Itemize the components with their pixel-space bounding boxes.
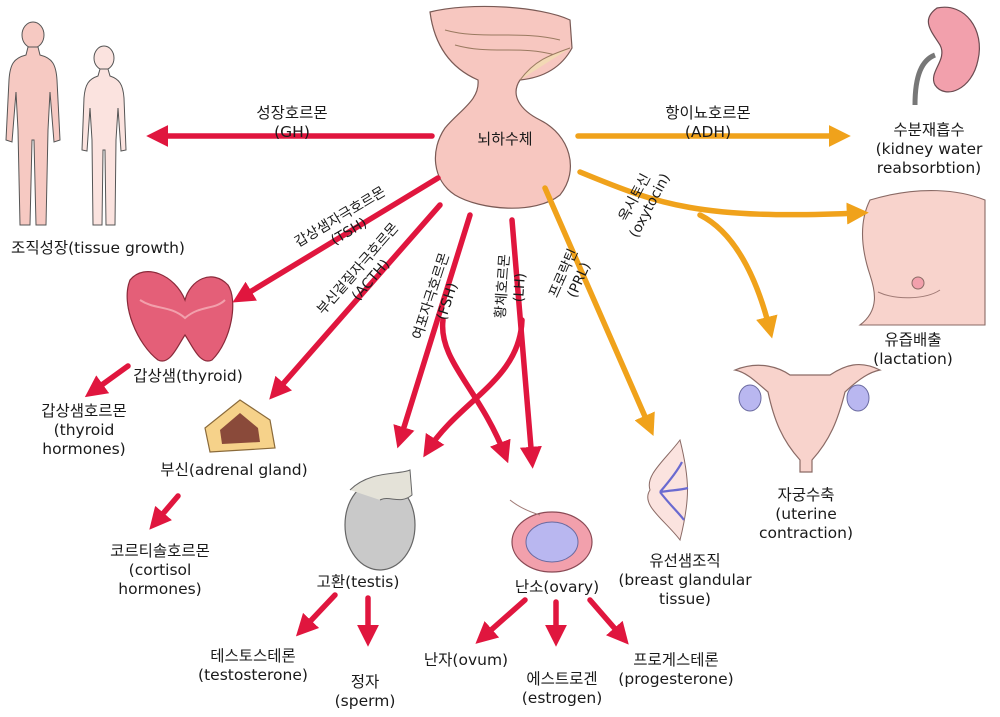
sperm-label: 정자 (sperm)	[335, 673, 396, 711]
testis-label: 고환(testis)	[317, 573, 400, 592]
cortisol-line-3: hormones)	[118, 580, 202, 598]
ovary-illustration	[509, 499, 593, 573]
thyroid-hormones-line-2: (thyroid	[53, 421, 115, 439]
tissue-growth-label: 조직성장(tissue growth)	[11, 239, 185, 258]
thyroid-hormones-label: 갑상샘호르몬 (thyroid hormones)	[41, 402, 127, 459]
arrow-fsh-testis	[393, 212, 473, 449]
ovum-text: 난자(ovum)	[423, 651, 509, 669]
breast-tissue-label: 유선샘조직 (breast glandular tissue)	[618, 552, 751, 609]
arrow-acth	[269, 202, 443, 400]
adh-label: 항이뇨호르몬 (ADH)	[665, 104, 751, 142]
cortisol-line-2: (cortisol	[128, 561, 192, 579]
arrow-thyroid-hormones	[84, 363, 131, 398]
adrenal-gland-illustration	[204, 399, 276, 453]
thyroid-text: 갑상샘(thyroid)	[133, 367, 243, 385]
orange-arrows	[542, 125, 869, 437]
arrow-testosterone	[295, 592, 338, 637]
arrow-oxytocin-uterus	[697, 212, 778, 339]
lactation-line-1: 유즙배출	[884, 331, 942, 349]
ovary-label: 난소(ovary)	[515, 578, 599, 597]
uterine-line-1: 자궁수축	[777, 486, 835, 504]
progesterone-line-1: 프로게스테론	[633, 651, 719, 669]
uterine-line-2: (uterine	[775, 505, 837, 523]
uterine-line-3: contraction)	[758, 524, 854, 542]
arrow-progesterone	[587, 597, 629, 645]
testosterone-label: 테스토스테론 (testosterone)	[198, 647, 308, 685]
adrenal-text: 부신(adrenal gland)	[160, 461, 308, 479]
estrogen-label: 에스트로겐 (estrogen)	[522, 670, 603, 708]
arrow-fsh-ovary	[439, 317, 511, 464]
gh-abbr: (GH)	[274, 123, 310, 141]
adh-abbr: (ADH)	[684, 123, 732, 141]
lh-label: 황체호르몬 (LH)	[492, 236, 533, 338]
arrow-ovum	[475, 597, 528, 644]
kidney-line-1: 수분재흡수	[893, 121, 965, 139]
cortisol-line-1: 코르티솔호르몬	[110, 542, 210, 560]
arrow-prl	[542, 185, 655, 437]
lactation-label: 유즙배출 (lactation)	[873, 331, 953, 369]
testis-text: 고환(testis)	[316, 573, 400, 591]
sperm-line-2: (sperm)	[334, 692, 396, 710]
arrow-tsh	[232, 175, 441, 303]
adult-figure-illustration	[5, 21, 61, 226]
gh-name: 성장호르몬	[256, 104, 328, 122]
progesterone-label: 프로게스테론 (progesterone)	[618, 651, 733, 689]
pituitary-gland-illustration	[429, 5, 573, 209]
breast-illustration	[858, 189, 986, 326]
tissue-growth-text: 조직성장(tissue growth)	[11, 239, 185, 257]
thyroid-hormones-line-1: 갑상샘호르몬	[41, 402, 127, 420]
gh-label: 성장호르몬 (GH)	[256, 104, 327, 142]
uterine-label: 자궁수축 (uterine contraction)	[759, 486, 853, 543]
breast-line-2: (breast glandular	[618, 571, 752, 589]
kidney-label: 수분재흡수 (kidney water reabsorbtion)	[876, 121, 983, 178]
uterus-illustration	[732, 363, 882, 473]
arrow-oxytocin-lactation	[577, 169, 869, 225]
estrogen-line-1: 에스트로겐	[526, 670, 598, 688]
adrenal-label: 부신(adrenal gland)	[160, 461, 307, 480]
progesterone-line-2: (progesterone)	[618, 670, 734, 688]
testis-illustration	[344, 469, 416, 571]
ovum-label: 난자(ovum)	[424, 651, 508, 670]
arrow-lh-testis	[423, 317, 525, 458]
arrow-cortisol	[149, 493, 181, 530]
pituitary-label: 뇌하수체	[477, 130, 533, 148]
breast-line-3: tissue)	[659, 590, 711, 608]
ovary-text: 난소(ovary)	[514, 578, 600, 596]
thyroid-illustration	[126, 271, 234, 362]
sperm-line-1: 정자	[350, 673, 380, 691]
breast-tissue-illustration	[647, 438, 689, 542]
cortisol-label: 코르티솔호르몬 (cortisol hormones)	[110, 542, 210, 599]
arrow-lh-ovary	[509, 217, 542, 469]
estrogen-line-2: (estrogen)	[521, 689, 603, 707]
breast-line-1: 유선샘조직	[649, 552, 721, 570]
child-figure-illustration	[81, 45, 127, 226]
kidney-line-3: reabsorbtion)	[876, 159, 982, 177]
testosterone-line-2: (testosterone)	[198, 666, 308, 684]
testosterone-line-1: 테스토스테론	[210, 647, 296, 665]
adh-name: 항이뇨호르몬	[665, 104, 751, 122]
lactation-line-2: (lactation)	[873, 350, 953, 368]
thyroid-label: 갑상샘(thyroid)	[133, 367, 243, 386]
thyroid-hormones-line-3: hormones)	[42, 440, 126, 458]
kidney-line-2: (kidney water	[875, 140, 983, 158]
kidney-illustration	[912, 6, 980, 106]
red-arrows	[84, 125, 629, 647]
